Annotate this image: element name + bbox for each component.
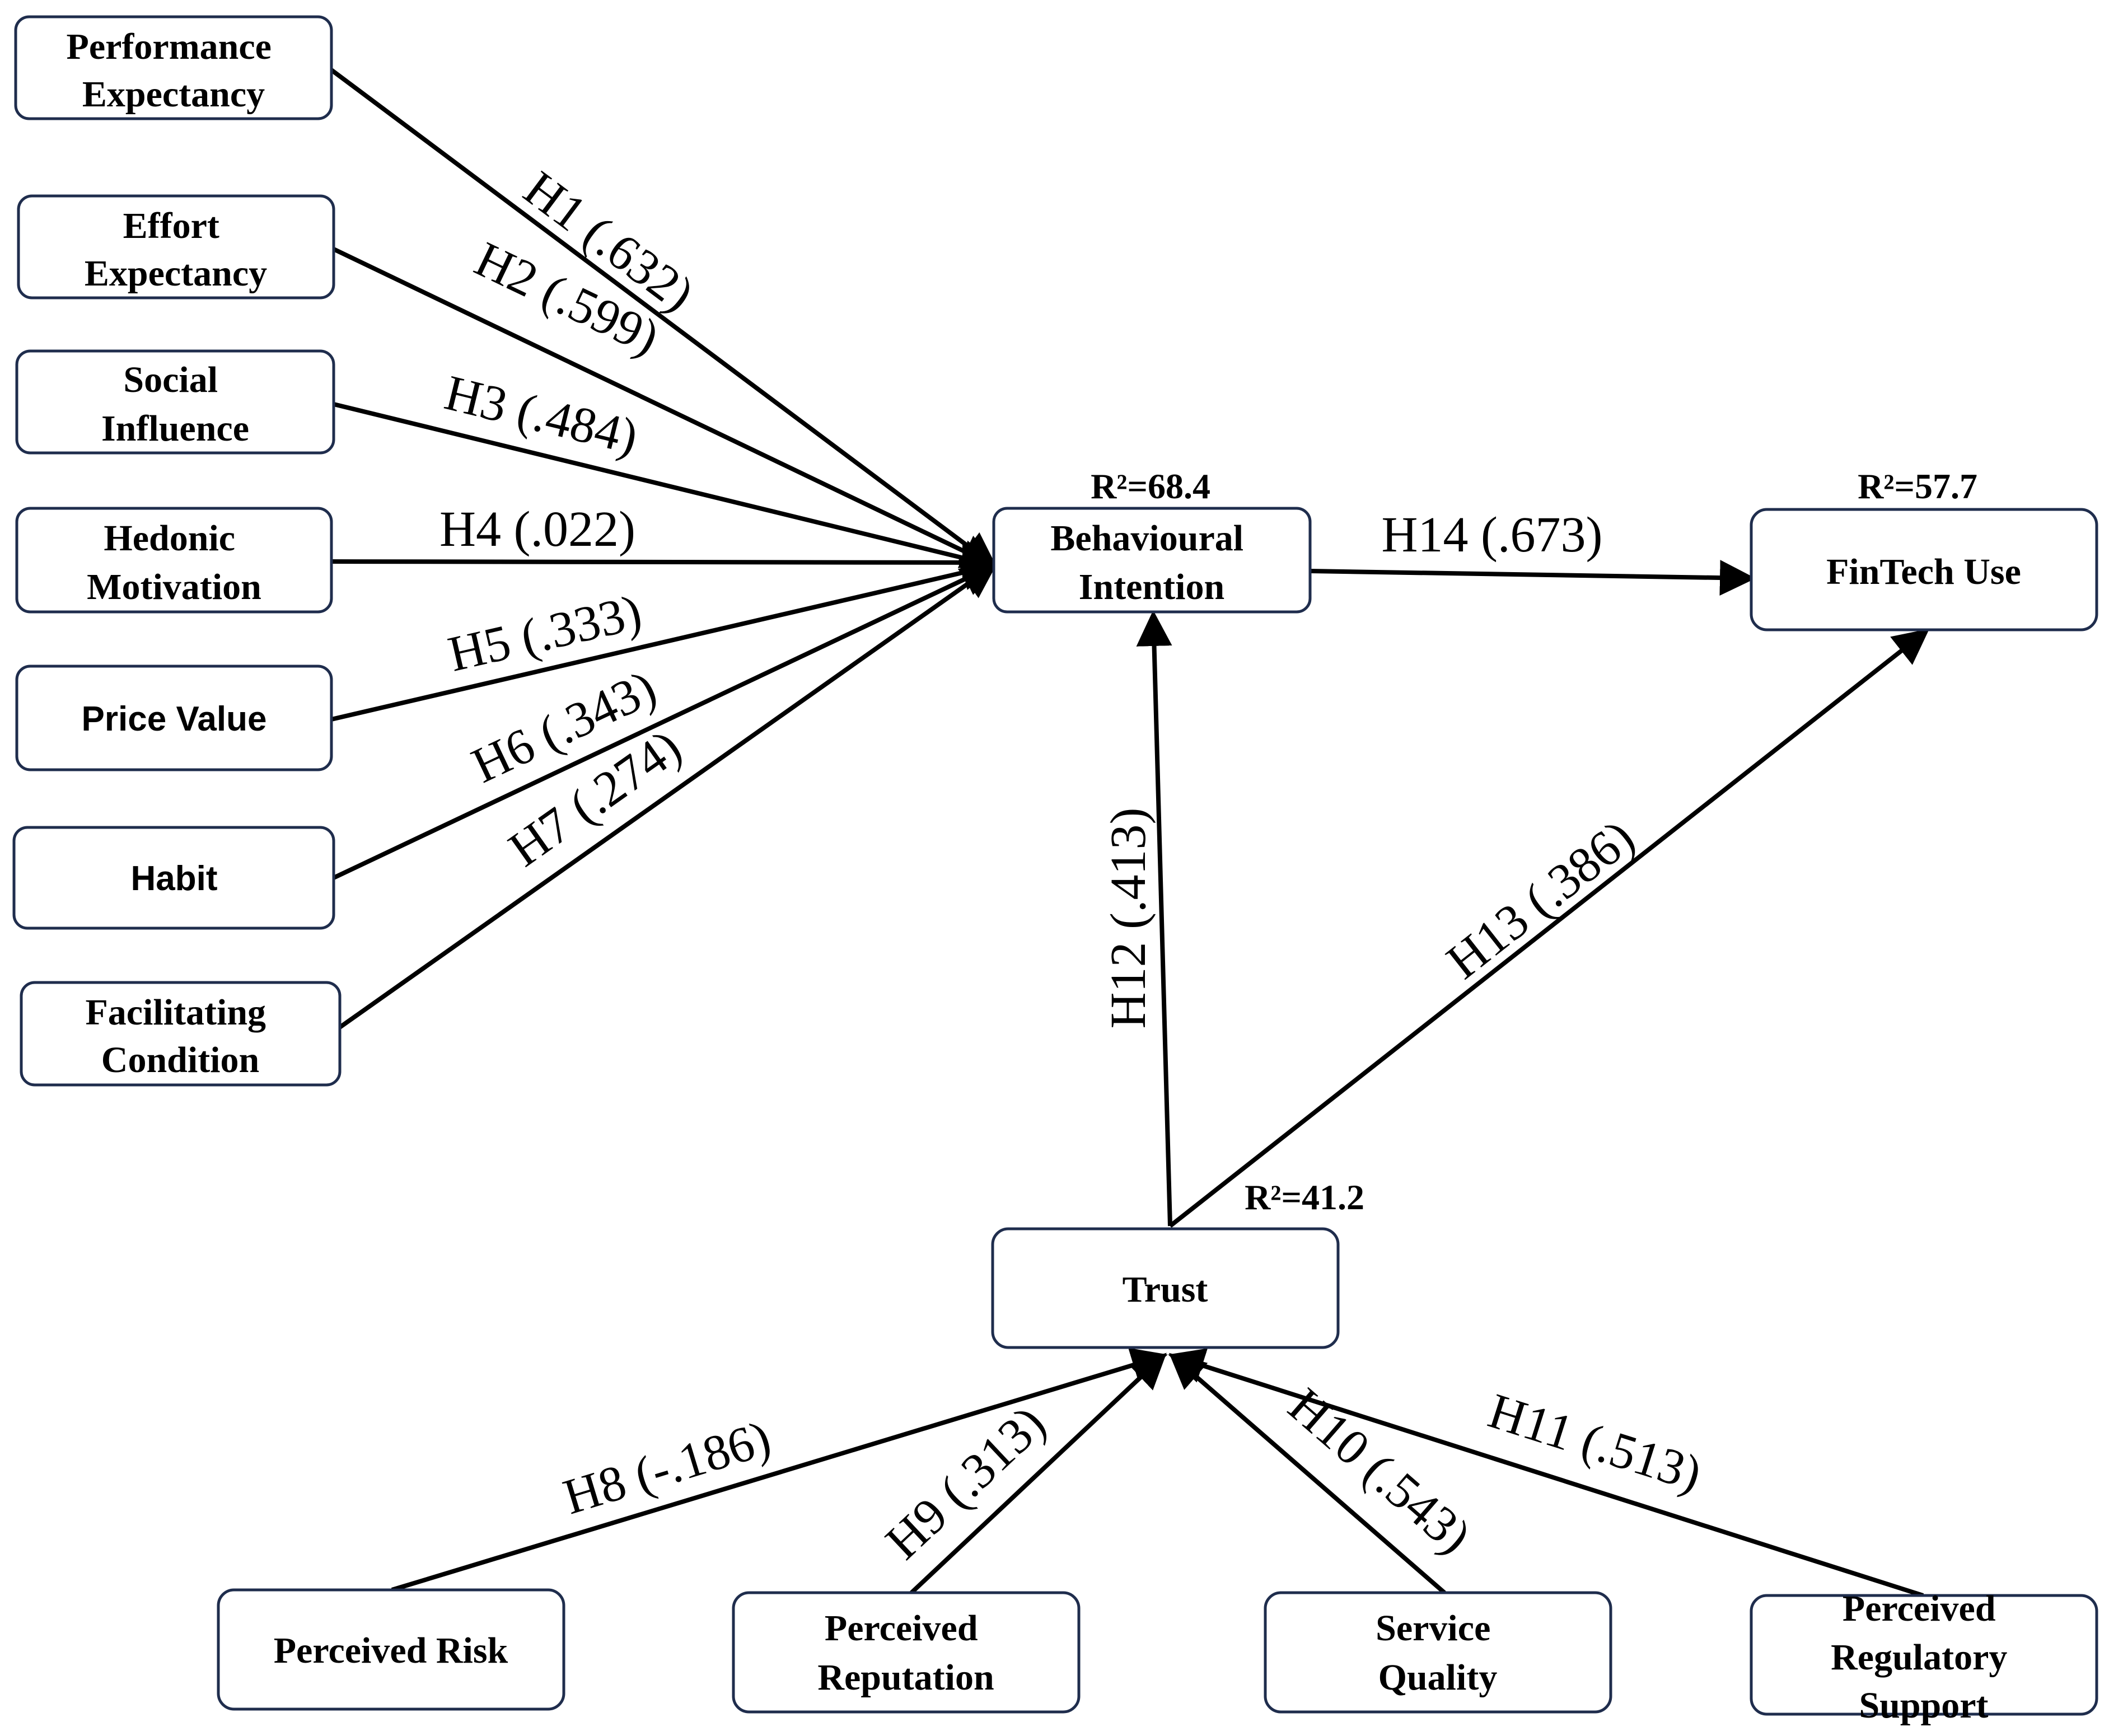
node-effort-expectancy: Effort Expectancy: [17, 194, 335, 300]
node-label-line: Quality: [1378, 1657, 1498, 1698]
node-label-line: Condition: [101, 1040, 259, 1080]
svg-text:Effort Expectancy: Effort Expectancy: [85, 205, 267, 294]
node-label-line: Service: [1376, 1608, 1490, 1649]
edge-h4: [331, 544, 998, 581]
edge-h11: [1168, 1348, 1924, 1598]
node-label-line: Facilitating: [85, 992, 266, 1033]
edge-h10: [1168, 1353, 1446, 1595]
svg-text:Perceived Regulatory: Perceived Regulatory Support: [1831, 1588, 2017, 1726]
edges: [330, 68, 1930, 1598]
node-label-line: Regulatory: [1831, 1637, 2007, 1678]
node-label-line: Reputation: [817, 1657, 994, 1698]
svg-text:Behavioural Intention: Behavioural Intention: [1050, 518, 1252, 607]
edge-h8: [391, 1347, 1168, 1592]
node-fintech-use: FinTech Use: [1750, 508, 2098, 631]
node-behavioural-intention: Behavioural Intention: [992, 507, 1312, 614]
node-perceived-risk: Perceived Risk: [217, 1588, 565, 1711]
edge-label-h13: H13 (.386): [1437, 809, 1645, 990]
edge-h3: [333, 402, 998, 575]
svg-text:Perceived Reputation: Perceived Reputation: [817, 1608, 994, 1698]
node-perceived-regulatory-support: Perceived Regulatory Support: [1750, 1588, 2098, 1726]
node-habit: Habit: [12, 826, 335, 930]
node-label-line: Influence: [101, 408, 249, 449]
node-label-line: Expectancy: [85, 253, 267, 294]
node-label-line: Motivation: [87, 567, 261, 607]
svg-text:Service Quality: Service Quality: [1376, 1608, 1500, 1698]
r-squared-fu: R²=57.7: [1858, 466, 1977, 506]
svg-text:Price Value: Price Value: [82, 700, 267, 738]
edge-h2: [333, 247, 998, 568]
node-label-line: Perceived: [825, 1608, 978, 1649]
edge-label-h14: H14 (.673): [1382, 507, 1603, 563]
node-price-value: Price Value: [15, 665, 333, 771]
node-service-quality: Service Quality: [1264, 1591, 1612, 1714]
node-label-line: Habit: [131, 859, 218, 898]
node-label-line: Behavioural: [1050, 518, 1243, 559]
node-label-line: Effort: [123, 205, 219, 246]
edge-label-h11: H11 (.513): [1482, 1383, 1708, 1502]
node-social-influence: Social Influence: [15, 349, 335, 455]
edge-labels: H1 (.632) H2 (.599) H3 (.484) H4 (.022) …: [439, 161, 1708, 1570]
edge-h1: [330, 68, 998, 568]
node-label-line: Hedonic: [104, 518, 235, 559]
node-perceived-reputation: Perceived Reputation: [732, 1591, 1081, 1714]
svg-text:FinTech Use: FinTech Use: [1826, 551, 2021, 592]
node-trust: Trust: [991, 1227, 1340, 1349]
edge-h5: [331, 555, 998, 722]
svg-text:Hedonic Motivation: Hedonic Motivation: [87, 518, 261, 607]
edge-label-h4: H4 (.022): [439, 502, 635, 557]
r-squared-bi: R²=68.4: [1091, 466, 1210, 506]
edge-h7: [338, 563, 998, 1030]
construct-boxes: Performance Expectancy Effort Expectancy…: [12, 15, 2098, 1726]
node-facilitating-condition: Facilitating Condition: [20, 981, 342, 1087]
node-label-line: Price Value: [82, 700, 267, 738]
r-squared-labels: R²=68.4 R²=57.7 R²=41.2: [1091, 466, 1977, 1217]
node-label-line: Performance: [67, 26, 272, 67]
node-label-line: Perceived Risk: [274, 1630, 508, 1671]
svg-text:Habit: Habit: [131, 859, 218, 898]
svg-text:Social Influence: Social Influence: [101, 359, 249, 449]
node-label-line: Trust: [1123, 1269, 1208, 1310]
node-hedonic-motivation: Hedonic Motivation: [15, 507, 333, 614]
edge-label-h3: H3 (.484): [439, 365, 643, 465]
node-performance-expectancy: Performance Expectancy: [14, 15, 333, 120]
node-label-line: FinTech Use: [1826, 551, 2021, 592]
edge-h9: [910, 1353, 1167, 1594]
svg-text:Facilitating Condition: Facilitating Condition: [85, 992, 275, 1080]
node-label-line: Expectancy: [82, 74, 265, 115]
svg-text:Performance Expectancy: Performance Expectancy: [67, 26, 281, 115]
edge-h13: [1168, 629, 1930, 1228]
r-squared-tr: R²=41.2: [1245, 1177, 1364, 1217]
node-label-line: Intention: [1079, 567, 1224, 607]
edge-label-h12: H12 (.413): [1101, 808, 1156, 1029]
edge-h14: [1310, 560, 1756, 596]
node-label-line: Support: [1859, 1685, 1988, 1726]
edge-h12: [1136, 610, 1172, 1227]
edge-h6: [333, 563, 998, 880]
node-label-line: Social: [123, 359, 218, 400]
svg-text:Trust: Trust: [1123, 1269, 1208, 1310]
node-label-line: Perceived: [1843, 1588, 1996, 1629]
svg-text:Perceived Risk: Perceived Risk: [274, 1630, 508, 1671]
